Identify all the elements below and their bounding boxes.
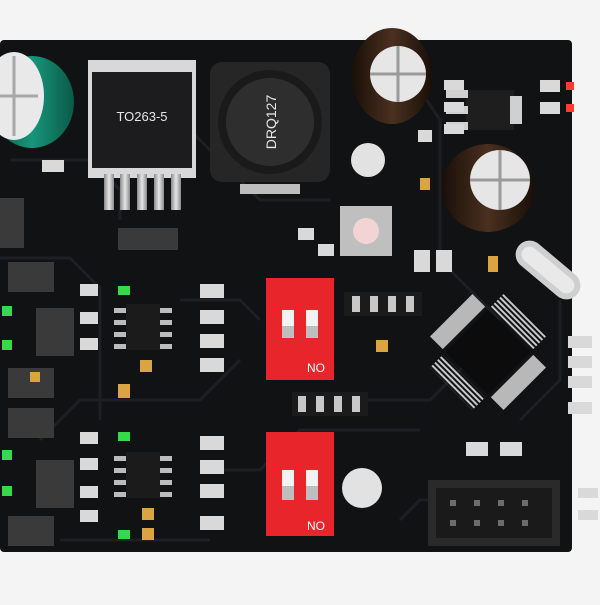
electrolytic-capacitor-green bbox=[0, 52, 74, 148]
dip-switch-top: NO bbox=[266, 278, 334, 380]
tantalum-capacitors bbox=[30, 178, 498, 540]
pin-header-3 bbox=[344, 292, 422, 316]
mounting-pad bbox=[351, 143, 385, 177]
drq127-inductor: DRQ127 bbox=[210, 62, 330, 194]
red-leds bbox=[566, 82, 574, 112]
soic-chip bbox=[114, 452, 172, 498]
green-leds bbox=[2, 286, 130, 539]
mounting-pad bbox=[342, 468, 382, 508]
smd-power-components bbox=[0, 198, 178, 546]
electrolytic-capacitor-right bbox=[442, 144, 534, 232]
dip-switch-label: NO bbox=[307, 361, 325, 375]
tactile-button bbox=[340, 206, 392, 256]
soic-chip bbox=[114, 304, 172, 350]
smd-resistors bbox=[42, 80, 598, 530]
dip-switch-label: NO bbox=[307, 519, 325, 533]
qfp-microcontroller bbox=[430, 294, 546, 410]
box-header-connector bbox=[428, 480, 560, 546]
crystal-oscillator bbox=[515, 240, 581, 300]
dip-switch-bottom: NO bbox=[266, 432, 334, 536]
regulator-label: TO263-5 bbox=[116, 109, 167, 124]
pin-header-4 bbox=[292, 392, 368, 416]
electrolytic-capacitor-top bbox=[352, 28, 432, 124]
to263-regulator: TO263-5 bbox=[88, 60, 196, 210]
inductor-label: DRQ127 bbox=[263, 95, 279, 150]
